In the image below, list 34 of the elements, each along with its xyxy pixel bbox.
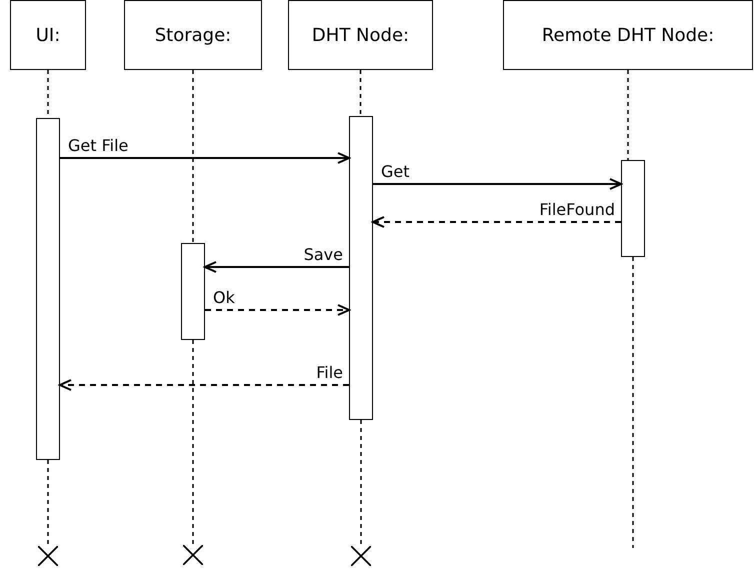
lifeline [360, 70, 362, 116]
message-arrow [205, 304, 350, 316]
destroy-mark [351, 546, 371, 566]
lifeline-head-box [124, 0, 262, 70]
message-arrow [59, 379, 349, 391]
edge-label: File [316, 364, 343, 382]
activation-bar [181, 243, 205, 340]
lifeline [627, 70, 629, 160]
lifeline [192, 70, 194, 243]
participant-name: Remote DHT Node: [542, 24, 714, 46]
lifeline [632, 257, 634, 548]
lifeline-head-box [503, 0, 753, 70]
activation-bar [36, 118, 60, 460]
lifeline [192, 340, 194, 545]
lifeline [360, 420, 362, 546]
activation-bar [621, 160, 645, 257]
lifeline-head-box [10, 0, 86, 70]
edge-label: Save [304, 246, 343, 264]
message-arrow [60, 152, 350, 164]
edge-label: FileFound [539, 201, 615, 219]
participant-name: Storage: [154, 24, 232, 46]
message-arrow [372, 216, 621, 228]
participant-name: DHT Node: [312, 24, 410, 46]
edge-label: Get [381, 163, 410, 181]
destroy-mark [38, 546, 58, 566]
destroy-mark [183, 545, 203, 565]
activation-bar [349, 116, 373, 420]
edge-label: Get File [68, 137, 128, 155]
message-arrow [373, 178, 622, 190]
edge-label: Ok [213, 289, 235, 307]
lifeline [47, 460, 49, 546]
lifeline-head-box [288, 0, 433, 70]
participant-name: UI: [36, 24, 60, 46]
message-arrow [204, 261, 349, 273]
